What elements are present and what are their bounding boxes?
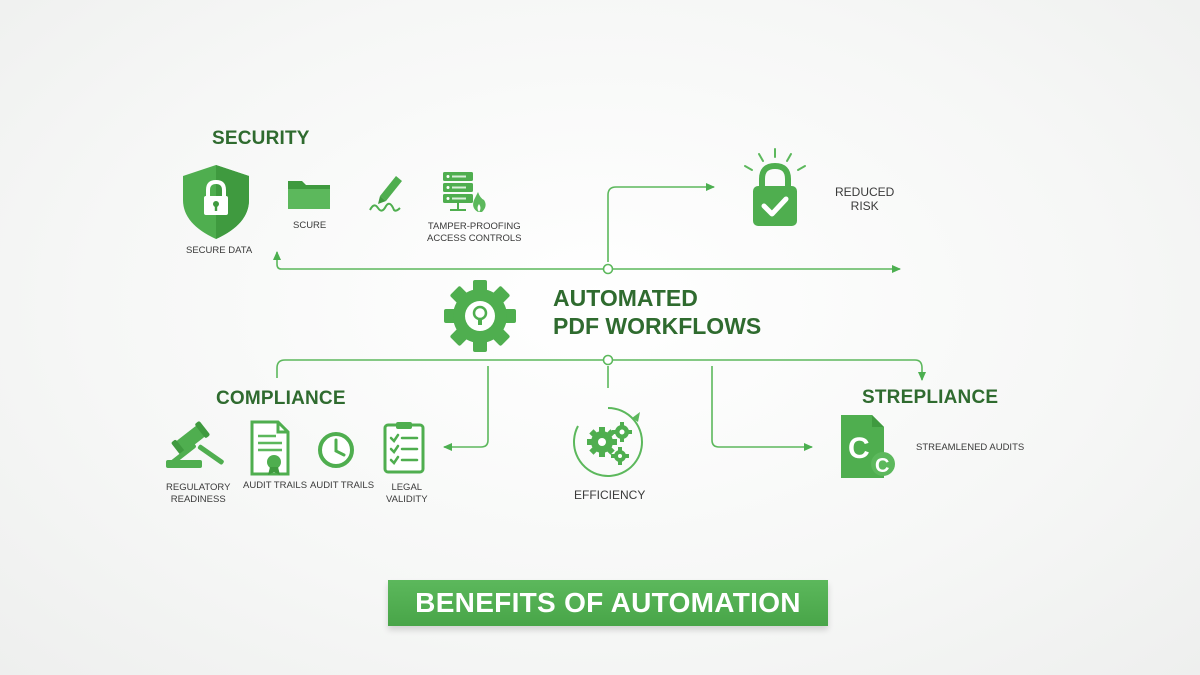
strepliance-heading: STREPLIANCE	[862, 387, 999, 408]
reduced-risk-label: REDUCED RISK	[835, 185, 895, 213]
benefits-banner: BENEFITS OF AUTOMATION	[388, 580, 828, 626]
folder-icon	[286, 175, 332, 218]
legal-validity-label: LEGAL VALIDITY	[386, 482, 428, 505]
security-heading: SECURITY	[212, 128, 310, 149]
gavel-icon	[164, 418, 236, 479]
streamlined-audits-label: STREAMLENED AUDITS	[916, 442, 1025, 453]
tamper-proofing-label: TAMPER-PROOFING ACCESS CONTROLS	[427, 221, 522, 244]
server-fire-icon	[440, 170, 490, 221]
regulatory-readiness-label: REGULATORY READINESS	[166, 482, 231, 505]
gear-lock-icon	[442, 278, 518, 359]
audit-trails-label-2: AUDIT TRAILS	[310, 480, 375, 491]
gears-icon	[570, 404, 646, 485]
compliance-heading: COMPLIANCE	[216, 388, 346, 409]
document-c-icon: C C	[838, 412, 898, 487]
checklist-icon	[382, 420, 428, 479]
secure-data-label: SECURE DATA	[186, 245, 253, 256]
scure-label: SCURE	[293, 220, 327, 231]
shield-lock-icon	[178, 162, 254, 247]
certificate-document-icon	[248, 420, 294, 481]
efficiency-label: EFFICIENCY	[574, 488, 646, 502]
svg-text:C: C	[875, 455, 889, 477]
page-title: AUTOMATED PDF WORKFLOWS	[553, 285, 762, 339]
signature-pen-icon	[366, 170, 408, 221]
svg-text:C: C	[848, 432, 870, 465]
audit-trails-label-1: AUDIT TRAILS	[243, 480, 308, 491]
padlock-check-icon	[735, 146, 815, 237]
clock-icon	[316, 430, 356, 475]
